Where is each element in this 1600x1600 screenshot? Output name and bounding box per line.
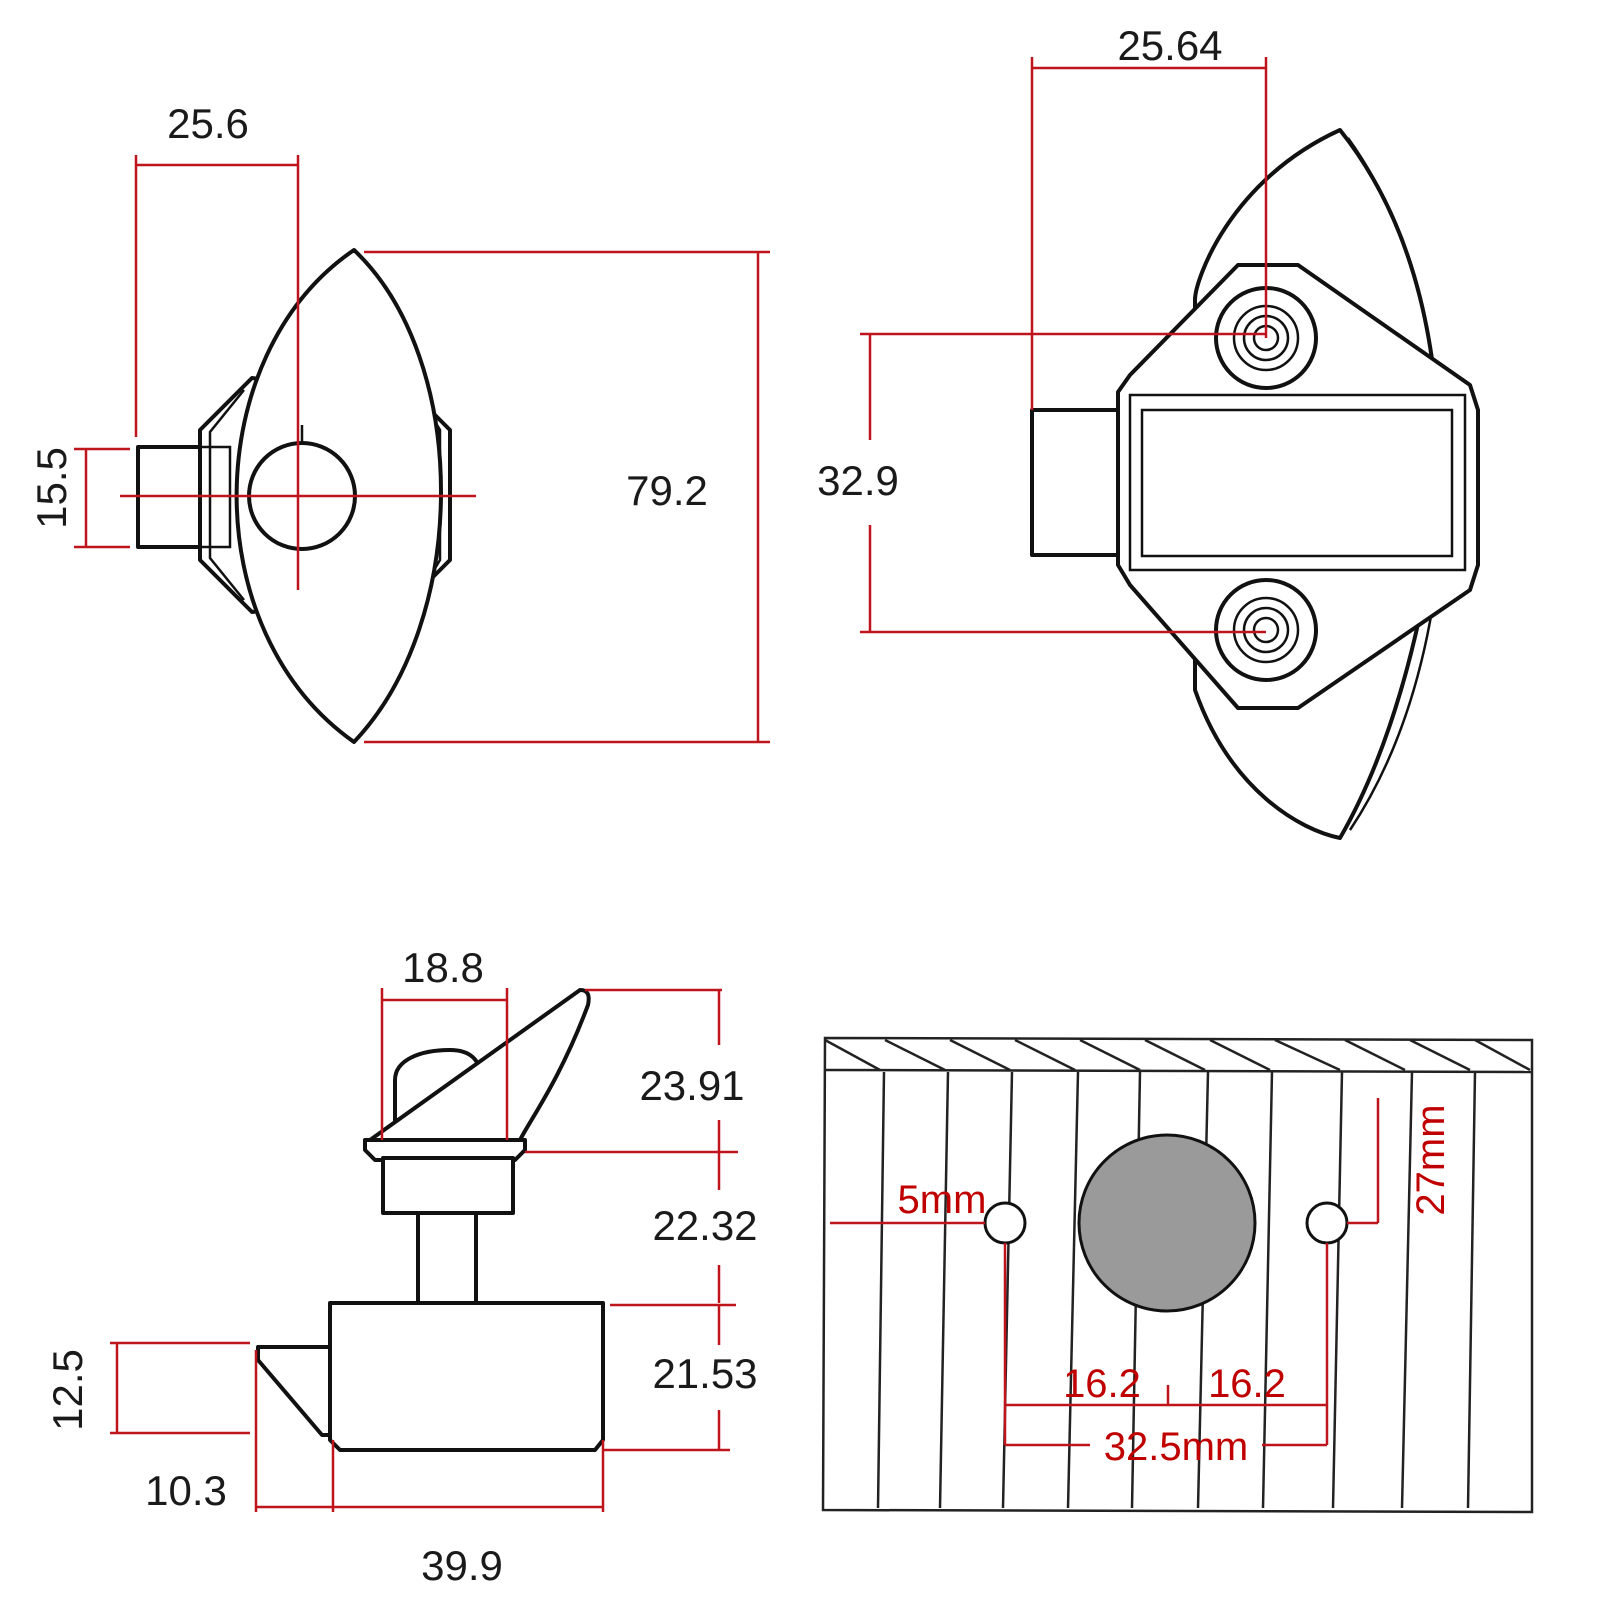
install-panel-top-edge xyxy=(824,1068,1533,1074)
hatch-line xyxy=(1014,1038,1076,1072)
grain-line xyxy=(1331,1071,1344,1509)
bottom-screw-head xyxy=(1242,606,1290,654)
dim-label-27mm: 27mm xyxy=(1409,1104,1453,1215)
bottom-screw-center xyxy=(1252,616,1280,644)
grain-line xyxy=(1400,1071,1414,1509)
side-view-body xyxy=(328,1301,605,1452)
dim-label-5mm: 5mm xyxy=(898,1178,987,1222)
dim-label-16-2-right: 16.2 xyxy=(1208,1362,1286,1406)
hatch-line xyxy=(1079,1038,1141,1072)
dim-label-16-2-left: 16.2 xyxy=(1063,1362,1141,1406)
install-view-dimensions xyxy=(830,1098,1380,1447)
back-view-dimensions xyxy=(860,57,1268,634)
back-view-bottom-screw xyxy=(1214,578,1318,682)
install-right-screw-hole xyxy=(1305,1201,1349,1245)
install-panel-outline xyxy=(821,1036,1534,1514)
dim-label-23-91: 23.91 xyxy=(639,1062,744,1109)
dim-label-21-53: 21.53 xyxy=(652,1350,757,1397)
back-view-bolt xyxy=(1030,408,1122,557)
grain-line xyxy=(1466,1071,1477,1509)
dim-label-12-5: 12.5 xyxy=(44,1349,91,1431)
dim-label-79-2: 79.2 xyxy=(626,467,708,514)
side-view-cover-wedge xyxy=(368,988,591,1142)
grain-line xyxy=(876,1071,886,1509)
hatch-line xyxy=(1409,1038,1471,1072)
side-view-latch xyxy=(256,1345,332,1437)
grain-line xyxy=(938,1071,950,1509)
dim-label-18-8: 18.8 xyxy=(402,944,484,991)
back-view: 25.64 32.9 xyxy=(817,22,1480,840)
dim-label-25-6: 25.6 xyxy=(167,100,249,147)
dim-label-25-64: 25.64 xyxy=(1117,22,1222,69)
side-view-stem xyxy=(416,1211,478,1305)
hatch-line xyxy=(1344,1038,1406,1072)
install-panel-hatch xyxy=(824,1038,1531,1072)
dim-label-32-9: 32.9 xyxy=(817,457,899,504)
front-view: 25.6 79.2 15.5 xyxy=(28,100,770,744)
hatch-line xyxy=(949,1038,1011,1072)
hatch-line xyxy=(884,1038,946,1072)
hatch-line xyxy=(1144,1038,1206,1072)
back-view-housing-inner xyxy=(1128,393,1467,572)
grain-line xyxy=(1066,1071,1080,1509)
bottom-screw-boss-outer xyxy=(1214,578,1318,682)
grain-line xyxy=(1261,1071,1274,1509)
dim-label-15-5: 15.5 xyxy=(28,447,75,529)
dim-label-32-5mm: 32.5mm xyxy=(1104,1425,1249,1469)
dim-label-10-3: 10.3 xyxy=(145,1467,227,1514)
side-view-button-body xyxy=(381,1156,515,1215)
back-view-housing xyxy=(1116,263,1480,710)
side-view-dimensions xyxy=(110,988,738,1512)
hatch-line xyxy=(1209,1038,1271,1072)
hatch-line xyxy=(824,1038,881,1072)
side-view: 18.8 23.91 22.32 21.53 12.5 10.3 39.9 xyxy=(44,944,758,1589)
bottom-screw-boss-mid xyxy=(1232,596,1300,664)
dim-label-22-32: 22.32 xyxy=(652,1202,757,1249)
hatch-line xyxy=(1474,1038,1531,1072)
front-view-dimensions xyxy=(74,155,770,744)
install-panel-grain xyxy=(876,1071,1477,1509)
install-center-hole xyxy=(1077,1133,1257,1313)
dim-label-39-9: 39.9 xyxy=(421,1542,503,1589)
install-left-screw-hole xyxy=(983,1201,1027,1245)
install-view: 5mm 27mm 16.2 16.2 32.5mm xyxy=(821,1036,1534,1514)
hatch-line xyxy=(1274,1038,1341,1072)
